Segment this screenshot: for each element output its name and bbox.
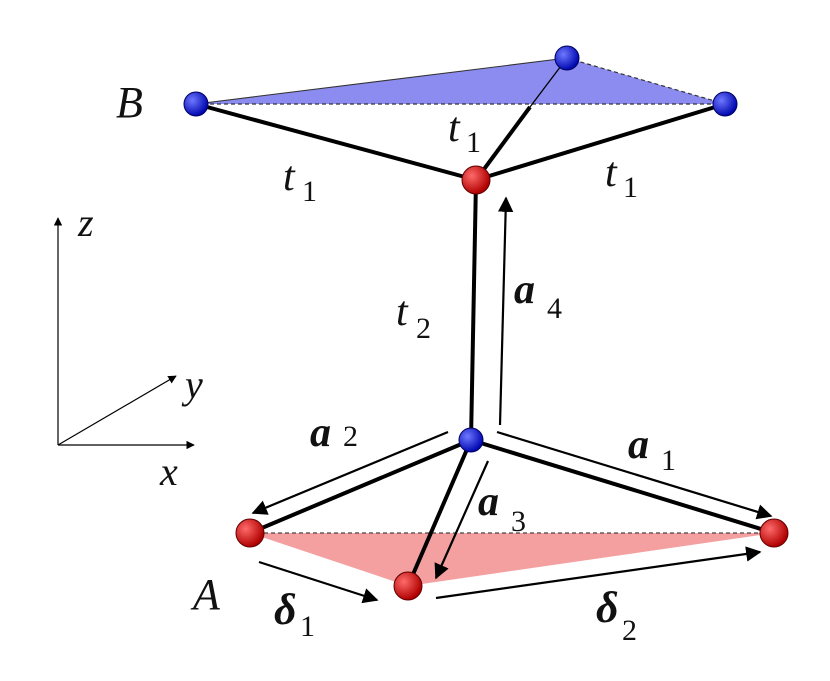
label-a1-sub: 1 <box>661 444 676 477</box>
vector-a1 <box>496 430 773 520</box>
plane-b <box>196 58 725 104</box>
bonds-a <box>249 438 775 587</box>
label-a2-sub: 2 <box>343 420 358 453</box>
label-delta1-sub: 1 <box>300 610 315 643</box>
z-axis-label: z <box>77 200 94 245</box>
plane-a <box>250 533 774 586</box>
label-a2: a <box>310 410 331 456</box>
bond-a1 <box>470 438 775 535</box>
vector-a2 <box>251 430 449 515</box>
label-t1-left: t <box>283 154 296 200</box>
atom-a-right <box>759 518 789 548</box>
label-a3-sub: 3 <box>511 505 526 538</box>
plane-a-label: A <box>190 570 221 619</box>
label-a3: a <box>478 479 499 525</box>
bond-t2 <box>469 179 478 441</box>
bond-t1-middle <box>474 105 532 182</box>
vector-delta1 <box>258 560 379 604</box>
label-t2-sub: 2 <box>416 312 431 345</box>
vector-a4 <box>497 196 514 426</box>
atom-b-back <box>554 45 580 71</box>
label-a4: a <box>514 267 535 313</box>
atom-b-left <box>183 91 209 117</box>
plane-b-edge <box>195 57 568 105</box>
x-axis-label: x <box>159 449 178 494</box>
vector-a3 <box>434 460 490 580</box>
atom-upper-center <box>461 165 491 195</box>
label-t1-right: t <box>605 150 618 196</box>
label-t1-middle: t <box>448 105 461 151</box>
bonds-t1 <box>195 102 726 182</box>
atom-b-right <box>712 91 738 117</box>
label-t1-right-sub: 1 <box>623 171 638 204</box>
plane-b-label: B <box>116 78 143 127</box>
label-a1: a <box>628 422 649 468</box>
atom-lower-center <box>458 427 484 453</box>
y-axis <box>57 375 177 446</box>
vector-delta2 <box>435 546 762 600</box>
label-delta1: δ <box>274 585 297 634</box>
label-delta2: δ <box>596 583 619 632</box>
bond-t1-left <box>195 102 477 182</box>
bond-a2 <box>249 438 472 535</box>
bond-a3 <box>406 439 473 587</box>
bond-t1-right <box>475 102 726 182</box>
label-t1-left-sub: 1 <box>302 175 317 208</box>
label-t1-middle-sub: 1 <box>466 126 481 159</box>
atom-a-front <box>393 571 423 601</box>
vectors <box>251 196 773 604</box>
y-axis-label: y <box>181 362 203 407</box>
label-t2: t <box>396 289 409 335</box>
atom-a-left <box>235 518 265 548</box>
label-a4-sub: 4 <box>547 292 562 325</box>
coordinate-axes <box>53 217 195 450</box>
label-delta2-sub: 2 <box>622 614 637 647</box>
